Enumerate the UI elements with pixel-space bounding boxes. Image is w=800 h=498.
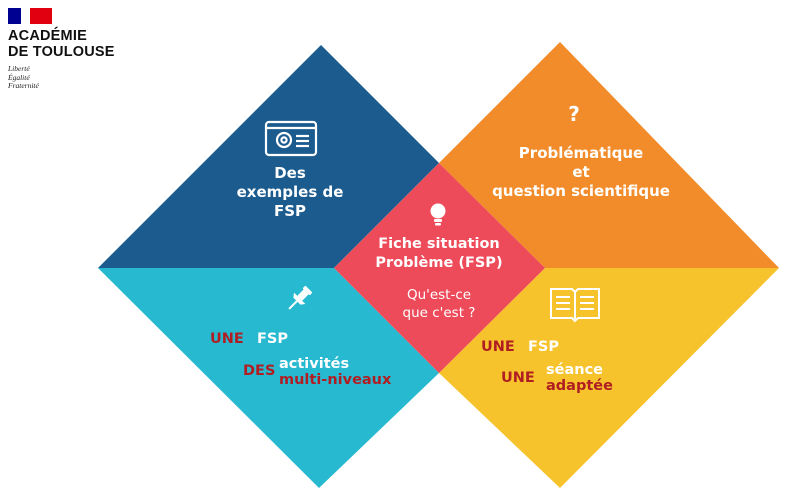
- tile-examples[interactable]: [98, 45, 439, 268]
- flag-blue-band: [8, 8, 21, 24]
- center-subtitle-line-2: que c'est ?: [403, 305, 476, 321]
- center-title-line-2: Problème (FSP): [375, 255, 502, 271]
- tile-problematique-line-3: question scientifique: [492, 182, 670, 200]
- tile-examples-line-3: FSP: [274, 202, 306, 220]
- open-book-icon: [550, 288, 600, 323]
- tile-problematique[interactable]: [439, 42, 779, 268]
- tile-center-fsp[interactable]: [334, 163, 545, 373]
- pushpin-icon: [288, 285, 313, 310]
- tile-activites-une: UNE: [210, 331, 244, 347]
- tile-seance-une-1: UNE: [481, 339, 515, 355]
- tile-seance-fsp: FSP: [528, 339, 559, 355]
- tile-activites-fsp: FSP: [257, 331, 288, 347]
- tile-activites[interactable]: [98, 268, 439, 488]
- tile-activites-activites: activités: [279, 356, 349, 372]
- tile-examples-line-2: exemples de: [237, 183, 344, 201]
- tile-problematique-line-1: Problématique: [519, 144, 643, 162]
- tile-seance-une-2: UNE: [501, 370, 535, 386]
- logo-name: ACADÉMIE DE TOULOUSE: [8, 28, 115, 60]
- flag-white-band: [21, 8, 30, 24]
- flag-red-band: [30, 8, 52, 24]
- tile-seance[interactable]: [439, 268, 779, 488]
- center-title-line-1: Fiche situation: [378, 236, 500, 252]
- academie-logo: ACADÉMIE DE TOULOUSE Liberté Égalité Fra…: [8, 8, 148, 91]
- question-mark-icon: ?: [568, 102, 580, 126]
- tile-seance-seance: séance: [546, 362, 603, 378]
- lightbulb-icon: [430, 203, 446, 226]
- slideshow-presentation-icon: [264, 120, 318, 157]
- tile-examples-line-1: Des: [274, 164, 306, 182]
- logo-motto: Liberté Égalité Fraternité: [8, 64, 39, 90]
- center-subtitle-line-1: Qu'est-ce: [407, 287, 471, 303]
- tile-activites-multi-niveaux: multi-niveaux: [279, 372, 392, 388]
- tile-activites-des: DES: [243, 363, 275, 379]
- french-flag-icon: [8, 8, 52, 24]
- tile-problematique-line-2: et: [572, 163, 589, 181]
- tile-seance-adaptee: adaptée: [546, 378, 613, 394]
